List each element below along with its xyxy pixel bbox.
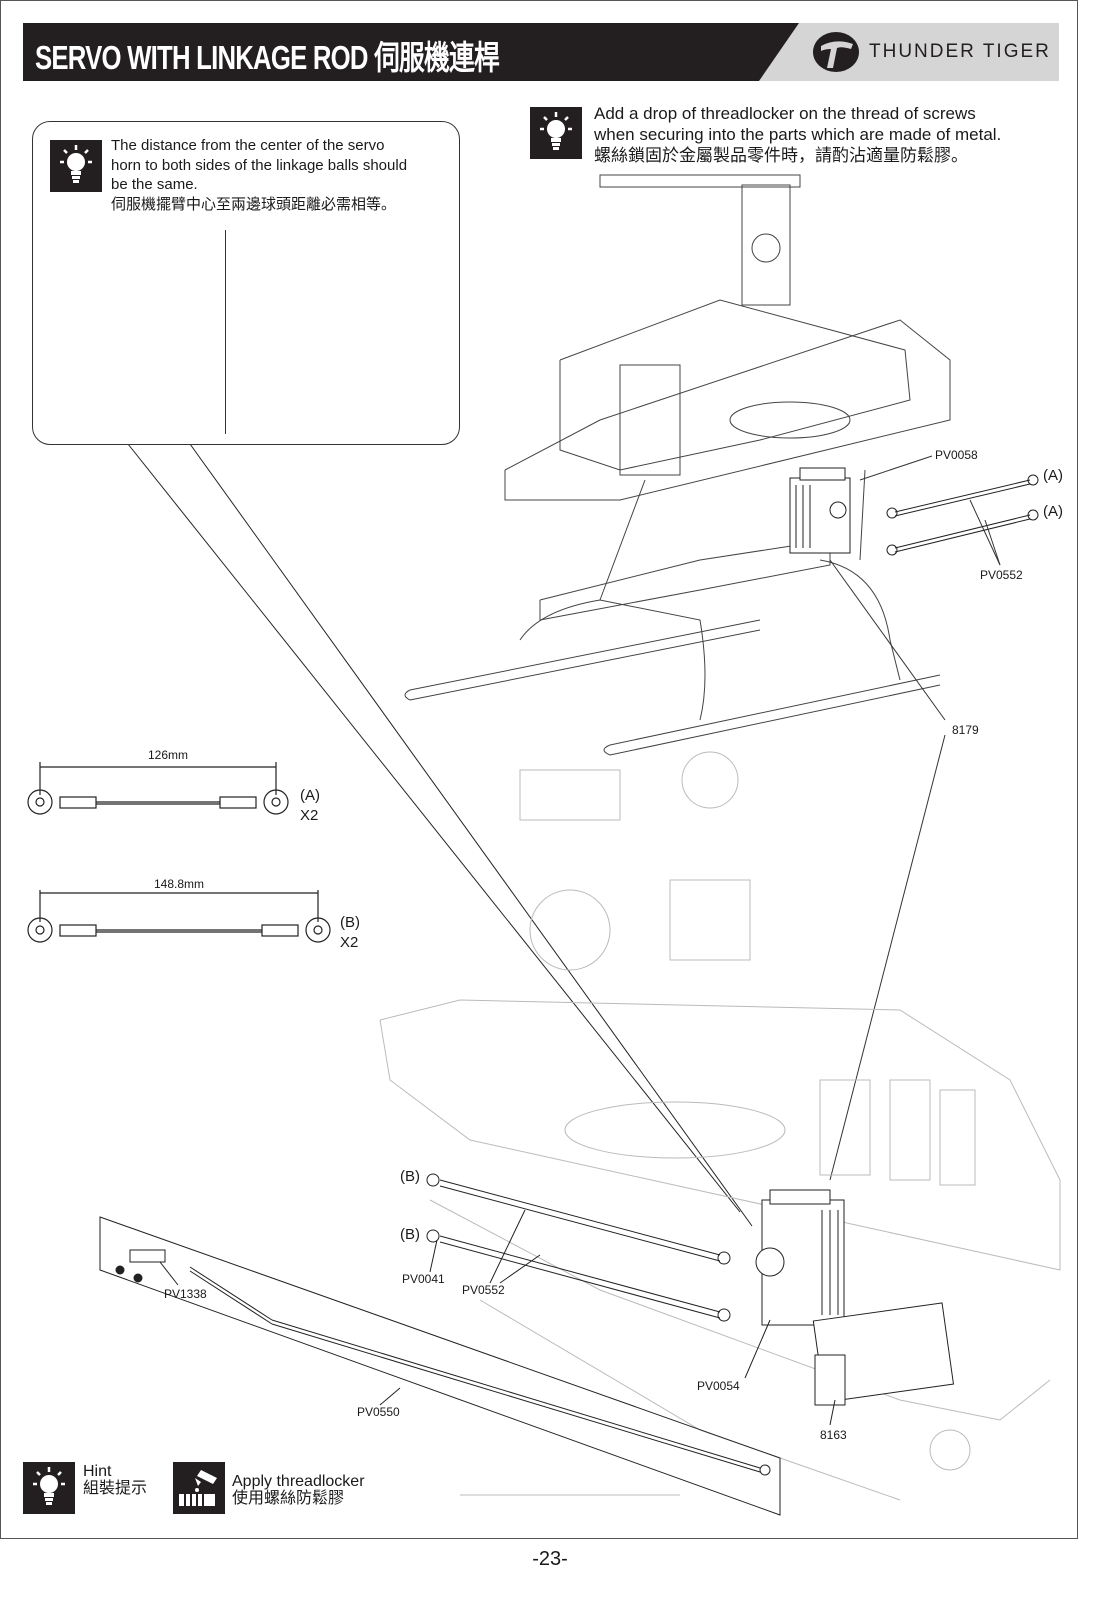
part-label-pv0058: PV0058 [935,448,978,462]
part-label-8179: 8179 [952,723,979,737]
page-number: -23- [532,1548,568,1570]
part-label-pv0054: PV0054 [697,1379,740,1393]
legend-threadlocker: Apply threadlocker 使用螺絲防鬆膠 [232,1473,365,1507]
top-linkage-rods [886,474,1039,556]
lower-linkage-rods [426,1173,731,1322]
upper-helicopter-drawing [404,174,951,756]
header-bar: SERVO WITH LINKAGE ROD 伺服機連桿 THUNDER TIG… [23,23,1059,81]
legend-threadlocker-zh: 使用螺絲防鬆膠 [232,1490,345,1507]
bottom-servo-drawing [744,1189,955,1426]
part-label-b2: (B) [400,1226,420,1243]
part-label-pv0552-top: PV0552 [980,568,1023,582]
tip-line-4: 伺服機擺臂中心至兩邊球頭距離必需相等。 [111,195,397,213]
callout-line-left [127,443,741,1213]
part-label-a2: (A) [1043,503,1063,520]
tip-line-3: be the same. [111,176,198,193]
part-label-pv1338: PV1338 [164,1287,207,1301]
lower-helicopter-drawing [379,751,1061,1501]
threadlocker-icon [173,1462,225,1514]
rod-a-qty: X2 [300,807,319,824]
page-title: SERVO WITH LINKAGE ROD 伺服機連桿 [35,39,500,76]
part-label-b1: (B) [400,1168,420,1185]
rod-b-drawing [27,890,331,943]
part-label-pv0041: PV0041 [402,1272,445,1286]
rod-b-tag: (B) [340,914,360,931]
brand-name: THUNDER TIGER [869,41,1051,62]
rod-b-qty: X2 [340,934,359,951]
note-line-1: Add a drop of threadlocker on the thread… [594,104,976,123]
part-label-a1: (A) [1043,467,1063,484]
legend-hint-en: Hint [83,1463,112,1480]
rod-a-length: 126mm [148,748,189,762]
thunder-tiger-logo-icon [813,32,859,72]
top-servo-drawing [789,467,851,554]
lightbulb-icon [23,1462,75,1514]
callout-line-right [189,443,753,1227]
lightbulb-icon [530,107,582,159]
rod-b-length: 148.8mm [154,877,205,891]
tip-divider [225,230,226,434]
brand-panel: THUNDER TIGER [759,23,1059,81]
part-label-pv0552-bottom: PV0552 [462,1283,505,1297]
threadlocker-note: Add a drop of threadlocker on the thread… [594,103,1001,166]
tip-line-1: The distance from the center of the serv… [111,137,385,154]
legend-hint: Hint 組裝提示 [83,1463,147,1497]
note-line-2: when securing into the parts which are m… [594,125,1002,144]
lightbulb-icon [50,140,102,192]
tip-line-2: horn to both sides of the linkage balls … [111,156,408,174]
pushrod-inset [99,1216,781,1516]
rod-a-drawing [27,762,289,815]
legend-hint-zh: 組裝提示 [83,1480,148,1497]
servo-horn-tip-box: The distance from the center of the serv… [32,121,460,445]
note-line-3: 螺絲鎖固於金屬製品零件時，請酌沾適量防鬆膠。 [594,146,968,165]
part-label-pv0550: PV0550 [357,1405,400,1419]
part-label-8163: 8163 [820,1428,847,1442]
tip-text: The distance from the center of the serv… [111,136,451,214]
page-frame [0,0,1078,1539]
legend-threadlocker-en: Apply threadlocker [232,1473,365,1490]
rod-a-tag: (A) [300,787,320,804]
